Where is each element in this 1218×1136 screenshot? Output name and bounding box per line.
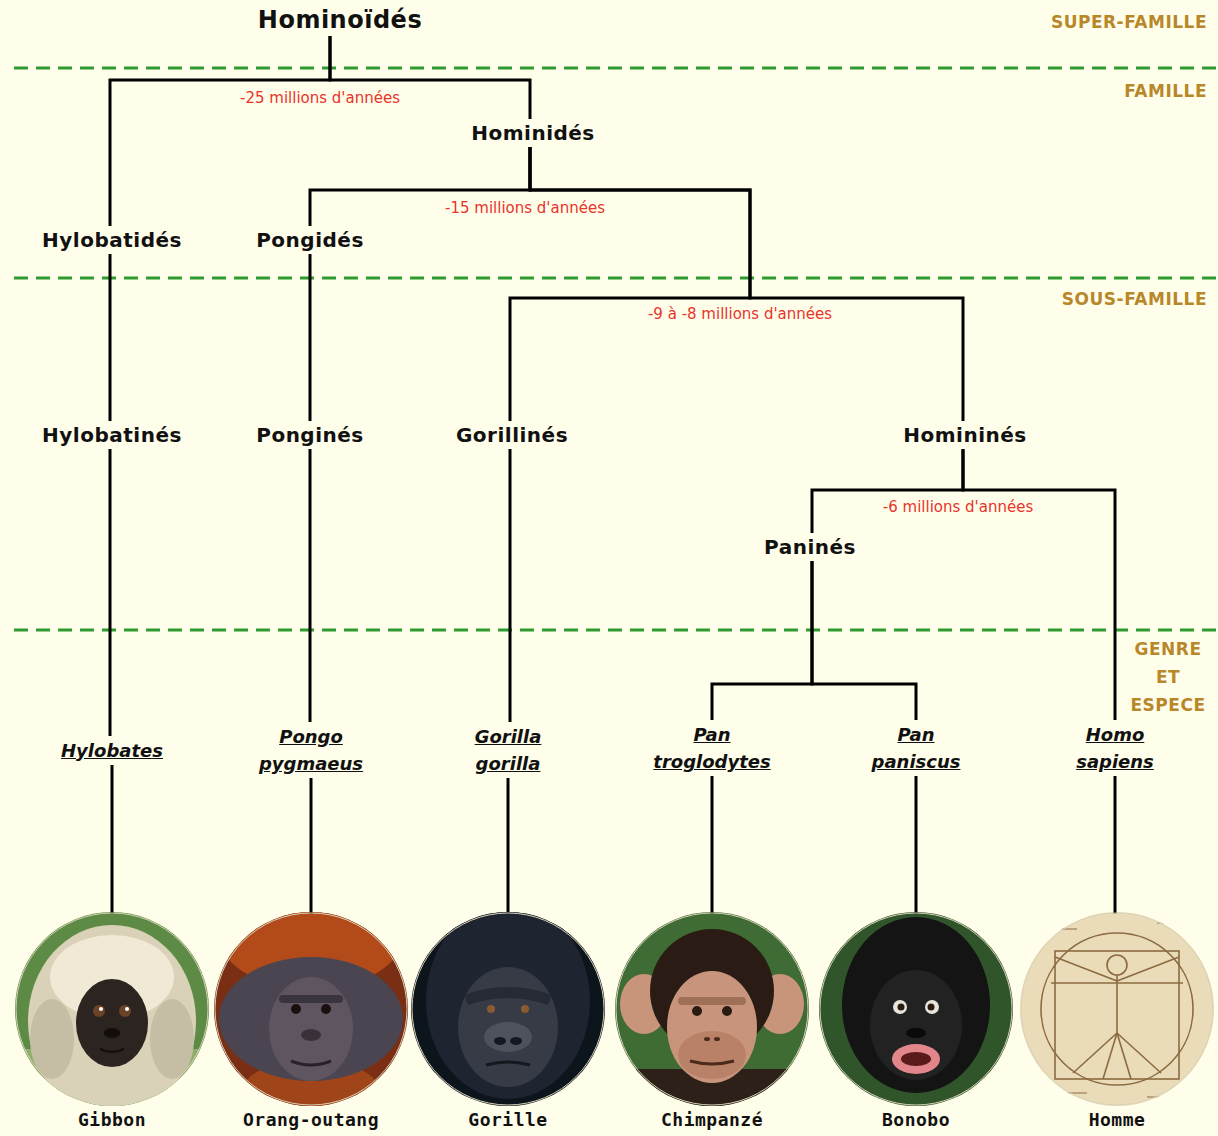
subfamily-label: Homininés (897, 421, 1032, 449)
portrait-circle (615, 912, 809, 1106)
species-name: Homo sapiens (1072, 720, 1158, 776)
species-name: Gorilla gorilla (471, 722, 546, 778)
vitruvian-man (1017, 909, 1217, 1109)
common-name: Orang-outang (243, 1109, 379, 1131)
divergence-time: -6 millions d'années (880, 498, 1036, 516)
portrait-circle (214, 912, 408, 1106)
portrait-outline (215, 913, 407, 1105)
species-name: Hylobates (57, 736, 167, 765)
tree-branch (109, 449, 112, 736)
chimpanzee-photo (612, 909, 812, 1109)
family-label: Pongidés (250, 226, 370, 254)
common-name: Homme (1089, 1109, 1146, 1131)
family-label: Hylobatidés (36, 226, 188, 254)
species-name: Pan paniscus (868, 720, 965, 776)
portrait-circle (15, 912, 209, 1106)
rank-label: FAMILLE (1124, 79, 1207, 103)
divergence-time: -25 millions d'années (237, 89, 403, 107)
animal-portrait: Orang-outang (214, 912, 408, 1106)
divergence-time: -15 millions d'années (442, 199, 608, 217)
tree-branch (915, 776, 918, 912)
orangutan-photo (211, 889, 411, 1129)
taxon-name: Homininés (903, 422, 1026, 448)
taxon-name: Hylobatidés (42, 227, 182, 253)
superfamily-label: Hominoïdés (252, 4, 428, 36)
rank-divider (14, 68, 1218, 630)
tree-branch (530, 147, 963, 421)
tribe-label: Paninés (758, 533, 862, 561)
taxon-name: Ponginés (256, 422, 364, 448)
portrait-outline (820, 913, 1012, 1105)
family-label: Hominidés (465, 119, 601, 147)
common-name: Chimpanzé (661, 1109, 763, 1131)
portrait-outline (16, 913, 208, 1105)
common-name: Bonobo (882, 1109, 950, 1131)
species-name-text: Gorilla gorilla (475, 723, 542, 777)
common-name: Gibbon (78, 1109, 146, 1131)
species-name: Pan troglodytes (649, 720, 774, 776)
portrait-circle (819, 912, 1013, 1106)
rank-label: SOUS-FAMILLE (1062, 287, 1207, 311)
taxon-name: Hominoïdés (258, 5, 422, 35)
portrait-circle (411, 912, 605, 1106)
portrait-outline (412, 913, 604, 1105)
animal-portrait: Homme (1020, 912, 1214, 1106)
tree-branch (812, 561, 916, 720)
species-name-text: Homo sapiens (1076, 721, 1154, 775)
tree-branch (510, 147, 750, 421)
taxon-name: Hylobatinés (42, 422, 182, 448)
tree-branch (109, 254, 112, 421)
tree-branch (509, 449, 512, 722)
bonobo-photo (816, 909, 1016, 1109)
tree-branch (1114, 776, 1117, 912)
tree-branch (711, 776, 714, 912)
subfamily-label: Gorillinés (450, 421, 574, 449)
divergence-time: -9 à -8 millions d'années (645, 305, 835, 323)
tree-branch (812, 449, 963, 533)
species-name-text: Pan paniscus (872, 721, 961, 775)
tree-branch (111, 765, 114, 913)
tree-branch (110, 36, 330, 226)
common-name: Gorille (468, 1109, 547, 1131)
tree-branch (310, 778, 313, 912)
tree-branch (507, 778, 510, 912)
species-name-text: Hylobates (61, 737, 163, 764)
species-name-text: Pongo pygmaeus (259, 723, 363, 777)
rank-label: GENRE ET ESPECE (1128, 635, 1208, 719)
animal-portrait: Gorille (411, 912, 605, 1106)
tree-branch (309, 254, 312, 421)
taxon-name: Paninés (764, 534, 856, 560)
tree-branch (712, 561, 812, 720)
portrait-outline (1021, 913, 1213, 1105)
portrait-outline (616, 913, 808, 1105)
taxon-name: Hominidés (471, 120, 595, 146)
portrait-circle (1020, 912, 1214, 1106)
tree-branch (309, 449, 312, 722)
animal-portrait: Chimpanzé (615, 912, 809, 1106)
rank-label: SUPER-FAMILLE (1051, 10, 1207, 34)
tree-branch (963, 449, 1115, 720)
taxon-name: Gorillinés (456, 422, 568, 448)
animal-portrait: Gibbon (15, 912, 209, 1106)
taxon-name: Pongidés (256, 227, 364, 253)
species-name: Pongo pygmaeus (255, 722, 367, 778)
subfamily-label: Ponginés (250, 421, 370, 449)
subfamily-label: Hylobatinés (36, 421, 188, 449)
gibbon-photo (12, 909, 212, 1117)
gorilla-photo (408, 903, 608, 1109)
species-name-text: Pan troglodytes (653, 721, 770, 775)
animal-portrait: Bonobo (819, 912, 1013, 1106)
